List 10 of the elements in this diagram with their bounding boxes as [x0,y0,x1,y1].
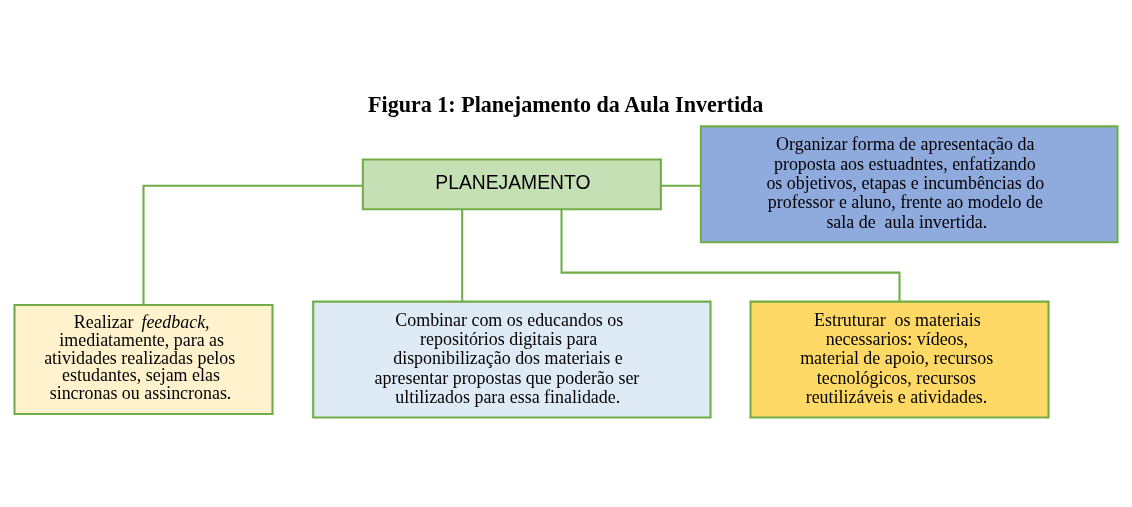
connector [560,208,901,302]
node-box: Organizar forma de apresentação da proposta aos estuadntes, enfatizando os objetivos, etapas e incumbências do professor e aluno, frente ao modelo de sala de aula invertida. [699,124,1119,243]
connector [660,184,701,187]
connector [142,184,363,305]
diagram-title: Figura 1: Planejamento da Aula Invertida [368,91,764,117]
connector [461,208,464,302]
node-box: PLANEJAMENTO [361,157,662,210]
node-box: Realizar feedback, imediatamente, para as atividades realizadas pelos estudantes, sejam elas sincronas ou assincronas. [13,303,274,415]
node-box: Estruturar os materiais necessarios: vídeos, material de apoio, recursos tecnológicos, recursos reutilizáveis e atividades. [749,300,1050,418]
node-box: Combinar com os educandos os repositórios digitais para disponibilização dos materiais e apresentar propostas que poderão ser ultilizados para essa finalidade. [312,300,712,418]
